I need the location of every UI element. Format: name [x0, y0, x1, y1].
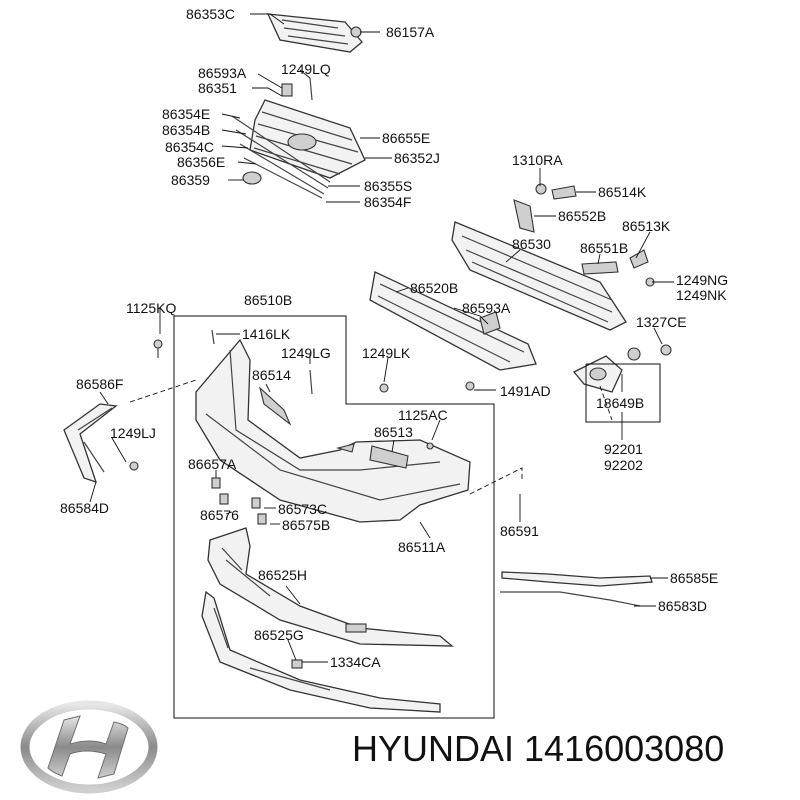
part-label: 86520B [410, 280, 458, 296]
part-label: 86591 [500, 523, 539, 539]
part-label: 86513K [622, 218, 671, 234]
part-label: 1310RA [512, 152, 563, 168]
part-label: 1249LG [281, 345, 331, 361]
part-label: 86575B [282, 517, 330, 533]
part-label: 86576 [200, 507, 239, 523]
part-label: 1125AC [398, 407, 448, 423]
part-label: 1327CE [636, 314, 687, 330]
part-label: 18649B [596, 395, 644, 411]
part-label: 1249LQ [281, 61, 331, 77]
part-label: 86510B [244, 292, 292, 308]
part-label: 1334CA [330, 654, 381, 670]
part-label: 86355S [364, 178, 412, 194]
part-label: 86352J [394, 150, 440, 166]
part-label: 86354E [162, 106, 210, 122]
hyundai-logo-icon [20, 700, 158, 794]
part-label: 92201 [604, 441, 643, 457]
part-label: 1249NK [676, 287, 727, 303]
part-label: 1249LJ [110, 425, 156, 441]
part-label: 86530 [512, 236, 551, 252]
part-label: 86353C [186, 6, 235, 22]
part-label: 86583D [658, 598, 707, 614]
part-label: 92202 [604, 457, 643, 473]
part-label: 86157A [386, 24, 435, 40]
part-label: 86593A [462, 300, 511, 316]
part-label: 86356E [177, 154, 225, 170]
part-label: 1416LK [242, 326, 291, 342]
part-drawings [63, 13, 672, 713]
part-label: 86552B [558, 208, 606, 224]
part-label: 86584D [60, 500, 109, 516]
part-label: 86511A [398, 539, 446, 555]
part-label: 86655E [382, 130, 430, 146]
part-label: 1249LK [362, 345, 411, 361]
part-label: 86593A [198, 65, 247, 81]
part-label: 86354B [162, 122, 210, 138]
part-label: 86351 [198, 80, 237, 96]
part-label: 1125KQ [126, 300, 176, 316]
part-label: 1491AD [500, 383, 551, 399]
part-label: 1249NG [676, 272, 728, 288]
part-number-caption: HYUNDAI 1416003080 [352, 728, 725, 769]
part-label: 86525H [258, 567, 307, 583]
part-label: 86525G [254, 627, 304, 643]
part-label: 86585E [670, 570, 718, 586]
leader-lines [89, 13, 674, 663]
part-label: 86354F [364, 194, 411, 210]
part-label: 86586F [76, 376, 123, 392]
assembly-frames [129, 315, 661, 719]
part-label: 86354C [165, 139, 214, 155]
part-label: 86551B [580, 240, 628, 256]
part-label: 86359 [171, 172, 210, 188]
part-labels: 86353C 86157A 86593A 1249LQ 86351 86354E… [60, 6, 728, 670]
part-label: 86514 [252, 367, 291, 383]
part-label: 86573C [278, 501, 327, 517]
part-label: 86657A [188, 456, 237, 472]
part-label: 86514K [598, 184, 647, 200]
part-label: 86513 [374, 424, 413, 440]
